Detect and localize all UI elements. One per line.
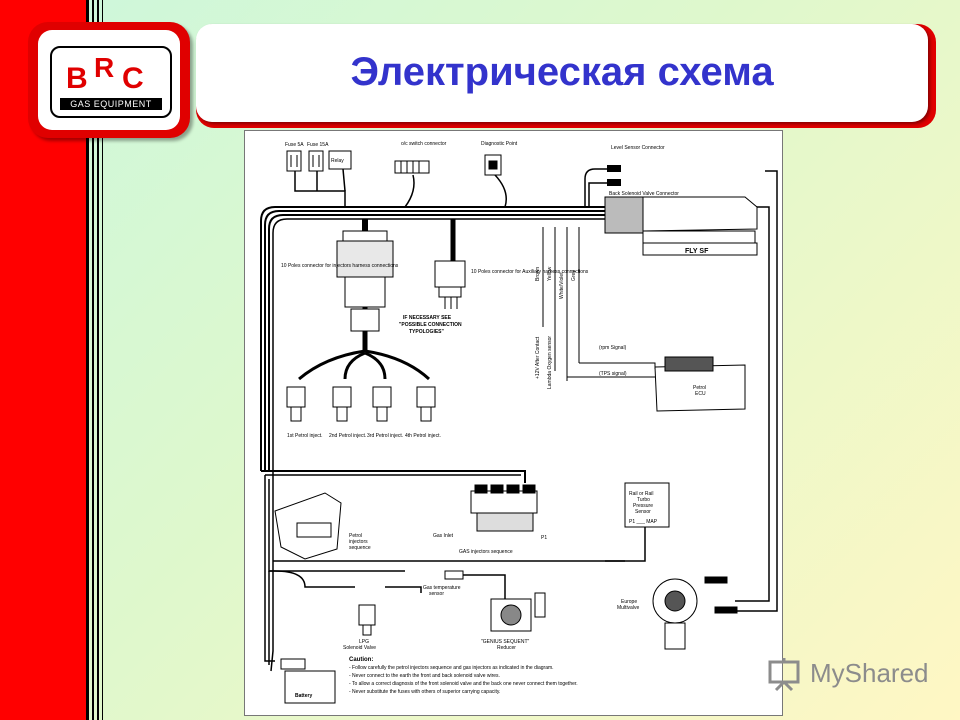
diagnostic-connector (484, 154, 502, 176)
genius-sequent-reducer (490, 592, 546, 632)
logo-letter-b: B (66, 62, 88, 95)
logo-letter-r: R (94, 52, 115, 83)
title-banner: Электрическая схема (196, 24, 936, 128)
petrol-injector-4 (416, 386, 436, 422)
label-inj2: 2nd Petrol inject. (329, 433, 366, 439)
label-gas-temp-2: sensor (429, 591, 444, 597)
petrol-injectors-sequence-sketch (274, 492, 342, 560)
watermark: MyShared (766, 656, 936, 692)
back-solenoid-connector (607, 179, 621, 186)
label-petrol-seq-3: sequence (349, 545, 371, 551)
petrol-injector-1 (286, 386, 306, 422)
lpg-solenoid-valve (358, 604, 376, 636)
label-inj1: 1st Petrol inject. (287, 433, 323, 439)
presentation-board-icon (768, 658, 800, 692)
label-petrol-ecu-2: ECU (695, 391, 706, 397)
label-caution-2: - Never connect to the earth the front a… (349, 673, 500, 679)
fuse-5a (286, 150, 302, 172)
label-caution-4: - Never substitute the fuses with others… (349, 689, 500, 695)
level-sensor-connector (607, 165, 621, 172)
border-line (97, 0, 99, 720)
label-rpm: (rpm Signal) (599, 345, 627, 351)
label-lpg-1: LPG (359, 639, 369, 645)
europe-multivalve (652, 576, 738, 650)
label-level-sensor: Level Sensor Connector (611, 145, 665, 151)
label-if-necessary-2: "POSSIBLE CONNECTION (399, 322, 462, 328)
label-p1: P1 (541, 535, 547, 541)
petrol-injector-3 (372, 386, 392, 422)
label-europe-1: Europe (621, 599, 637, 605)
label-reducer-2: Reducer (497, 645, 516, 651)
label-lambda: Lambda Oxygen sensor (547, 336, 553, 389)
label-caution-title: Caution: (349, 657, 373, 663)
logo-subtitle: GAS EQUIPMENT (60, 98, 162, 110)
ecu-fly-sf (604, 196, 758, 256)
injector-harness-connector (336, 230, 394, 332)
label-europe-2: Multivalve (617, 605, 639, 611)
label-ecu: FLY SF (685, 248, 709, 255)
label-fuse-15a: Fuse 15A (307, 142, 329, 148)
label-brown: Brown (535, 267, 541, 281)
border-line (102, 0, 103, 720)
label-reducer-1: "GENIUS SEQUENT" (481, 639, 530, 645)
rail-pressure-sensor (624, 482, 670, 528)
petrol-injector-2 (332, 386, 352, 422)
label-inj3: 3rd Petrol inject. (367, 433, 403, 439)
label-ten-poles-aux: 10 Poles connector for Auxiliary harness… (471, 269, 589, 275)
oc-switch-connector (394, 160, 430, 174)
label-petrol-seq-1: Petrol (349, 533, 362, 539)
label-back-solenoid: Back Solenoid Valve Connector (609, 191, 679, 197)
label-if-necessary-3: TYPOLOGIES" (409, 329, 445, 335)
label-plus12: +12V After Contact (535, 336, 541, 379)
gas-temperature-sensor (444, 570, 464, 580)
label-diagnostic: Diagnostic Point (481, 141, 518, 147)
label-gas-inlet: Gas Inlet (433, 533, 454, 539)
watermark-text: MyShared (810, 658, 929, 688)
border-line (86, 0, 89, 720)
label-rail-4: Sensor (635, 509, 651, 515)
label-yellow: Yellow (547, 266, 553, 281)
label-tps: (TPS signal) (599, 371, 627, 377)
label-rail-2: Turbo (637, 497, 650, 503)
logo-letter-c: C (122, 62, 144, 95)
label-relay: Relay (331, 158, 344, 164)
label-rail-3: Pressure (633, 503, 653, 509)
label-caution-3: - To allow a correct diagnosis of the fr… (349, 681, 578, 687)
label-ten-poles-inj: 10 Poles connector for injectors harness… (281, 263, 399, 269)
page-title: Электрическая схема (350, 50, 774, 94)
label-grey: Grey (571, 270, 577, 281)
label-if-necessary-1: IF NECESSARY SEE (403, 315, 452, 321)
harness-bundle (260, 168, 778, 672)
label-inj4: 4th Petrol inject. (405, 433, 441, 439)
label-rail-1: Rail or Rail (629, 491, 653, 497)
label-gas-inj-seq: GAS injectors sequence (459, 549, 513, 555)
label-caution-1: - Follow carefully the petrol injectors … (349, 665, 554, 671)
label-white-violet: White/Violet (559, 272, 565, 299)
label-petrol-seq-2: injectors (349, 539, 368, 545)
wiring-diagram: Fuse 5A Fuse 15A Relay o/c switch connec… (244, 130, 783, 716)
label-rail-5: P1 ___ MAP (629, 519, 658, 525)
gas-injector-rail (470, 484, 538, 532)
label-lpg-2: Solenoid Valve (343, 645, 376, 651)
label-oc-switch: o/c switch connector (401, 141, 447, 147)
petrol-ecu (654, 356, 746, 412)
battery (280, 658, 336, 704)
logo-emblem: B R C GAS EQUIPMENT (50, 46, 172, 118)
label-gas-temp-1: Gas temperature (423, 585, 461, 591)
label-petrol-ecu-1: Petrol (693, 385, 706, 391)
border-line (92, 0, 94, 720)
label-fuse-5a: Fuse 5A (285, 142, 304, 148)
brand-logo: B R C GAS EQUIPMENT (28, 22, 190, 138)
relay (328, 150, 352, 170)
auxiliary-harness-connector (434, 260, 466, 309)
label-battery: Battery (295, 693, 312, 699)
fuse-15a (308, 150, 324, 172)
